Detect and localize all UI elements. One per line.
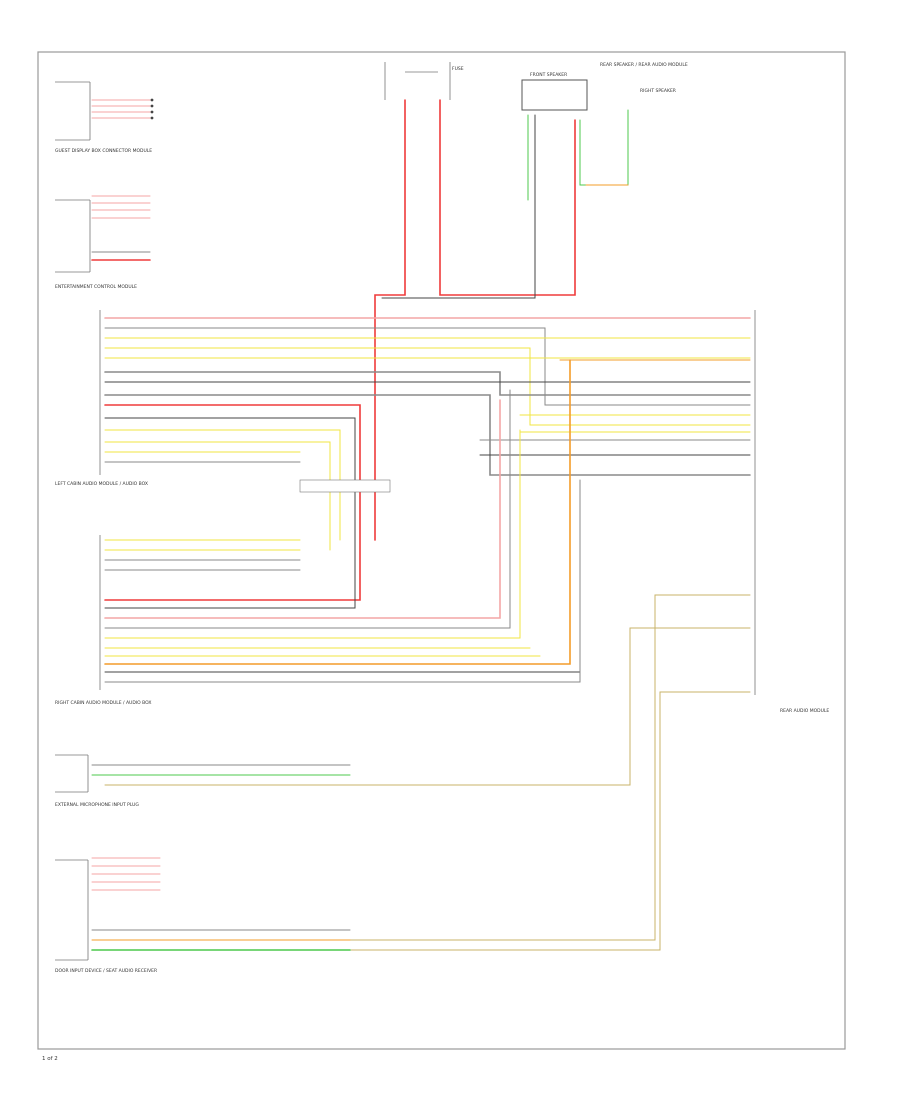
left-cabin-label: LEFT CABIN AUDIO MODULE / AUDIO BOX <box>55 481 148 487</box>
external-mic: EXTERNAL MICROPHONE INPUT PLUG <box>55 754 351 808</box>
tan-feeds <box>104 594 751 951</box>
rear-door-label: DOOR INPUT DEVICE / SEAT AUDIO RECEIVER <box>55 968 157 974</box>
entertainment-module: ENTERTAINMENT CONTROL MODULE <box>55 195 151 290</box>
fuse-label: FUSE <box>452 66 464 72</box>
front-speaker: FRONT SPEAKER <box>521 72 588 111</box>
guest-display-module: GUEST DISPLAY BOX CONNECTOR MODULE <box>55 81 154 154</box>
ext-mic-label: EXTERNAL MICROPHONE INPUT PLUG <box>55 802 139 808</box>
front-speaker-label: FRONT SPEAKER <box>530 72 567 78</box>
entertainment-label: ENTERTAINMENT CONTROL MODULE <box>55 284 137 290</box>
rear-door-module: DOOR INPUT DEVICE / SEAT AUDIO RECEIVER <box>55 857 351 974</box>
left-cabin-module: LEFT CABIN AUDIO MODULE / AUDIO BOX <box>55 310 148 487</box>
page-number: 1 of 2 <box>42 1056 58 1062</box>
right-speaker-label: RIGHT SPEAKER <box>640 88 676 94</box>
fuse-block: FUSE <box>384 62 464 100</box>
guest-display-label: GUEST DISPLAY BOX CONNECTOR MODULE <box>55 148 152 154</box>
diagram-frame <box>37 51 846 1050</box>
rear-audio-label: REAR AUDIO MODULE <box>780 708 829 714</box>
mid-harness <box>104 429 391 551</box>
rear-speaker-label-group: REAR SPEAKER / REAR AUDIO MODULE RIGHT S… <box>600 62 688 94</box>
right-cabin-module: RIGHT CABIN AUDIO MODULE / AUDIO BOX <box>55 535 301 706</box>
right-cabin-label: RIGHT CABIN AUDIO MODULE / AUDIO BOX <box>55 700 151 706</box>
lower-harness <box>104 359 581 683</box>
rear-speaker-label: REAR SPEAKER / REAR AUDIO MODULE <box>600 62 688 68</box>
rear-audio-module: REAR AUDIO MODULE <box>754 310 829 714</box>
upper-harness <box>104 317 751 609</box>
